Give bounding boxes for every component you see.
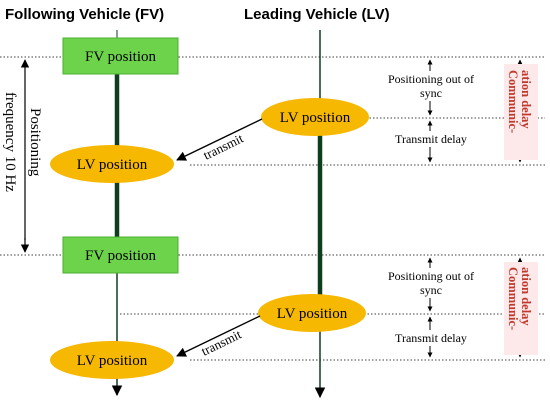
transmit-label-2: transmit <box>199 326 244 358</box>
fv-position-label: FV position <box>85 248 156 264</box>
transmit-arrow-2 <box>176 315 261 357</box>
fv-position-box-2: FV position <box>62 236 179 274</box>
fv-position-label: FV position <box>85 49 156 65</box>
lv-position-label: LV position <box>77 157 148 173</box>
sync-label-1-line1: Positioning out of <box>388 72 474 86</box>
following-vehicle-header: Following Vehicle (FV) <box>5 6 164 23</box>
lv-position-ellipse-fv-1-shape <box>50 145 174 183</box>
comm-delay-bg-2 <box>504 262 538 355</box>
fv-position-box-1-rect <box>62 37 179 75</box>
lv-position-ellipse-fv-1: LV position <box>50 145 174 183</box>
lv-position-ellipse-fv-2-shape <box>50 341 174 379</box>
fv-position-box-2-rect <box>62 236 179 274</box>
lv-position-ellipse-lv-1: LV position <box>261 98 369 136</box>
frequency-label-line2: frequency 10 Hz <box>2 92 18 192</box>
frequency-label-line1: Positioning <box>27 108 43 177</box>
transmit-delay-bg-1 <box>385 131 477 147</box>
transmit-delay-bg-2 <box>385 330 477 346</box>
fv-position-box-1: FV position <box>62 37 179 75</box>
comm-delay-label-2-line1: Communic- <box>506 267 520 330</box>
leading-vehicle-header: Leading Vehicle (LV) <box>244 6 390 23</box>
sync-label-2-line2: sync <box>420 283 442 297</box>
lv-position-ellipse-lv-2: LV position <box>258 294 366 332</box>
transmit-delay-label-1: Transmit delay <box>395 132 467 146</box>
lv-position-ellipse-fv-2: LV position <box>50 341 174 379</box>
lv-position-label: LV position <box>280 110 351 126</box>
transmit-delay-label-2: Transmit delay <box>395 331 467 345</box>
comm-delay-bg-1 <box>504 64 538 160</box>
sync-label-2-line1: Positioning out of <box>388 269 474 283</box>
transmit-label-1: transmit <box>201 130 246 162</box>
sync-label-bg-2 <box>374 268 488 298</box>
transmit-arrow-1 <box>176 118 263 161</box>
comm-delay-label-1-line2: ation delay <box>519 70 533 129</box>
sync-label-1-line2: sync <box>420 86 442 100</box>
lv-position-label: LV position <box>77 353 148 369</box>
comm-delay-label-2-line2: ation delay <box>519 267 533 326</box>
sync-label-bg-1 <box>374 71 488 101</box>
lv-position-label: LV position <box>277 306 348 322</box>
lv-position-ellipse-lv-1-shape <box>261 98 369 136</box>
lv-position-ellipse-lv-2-shape <box>258 294 366 332</box>
comm-delay-label-1-line1: Communic- <box>506 70 520 133</box>
